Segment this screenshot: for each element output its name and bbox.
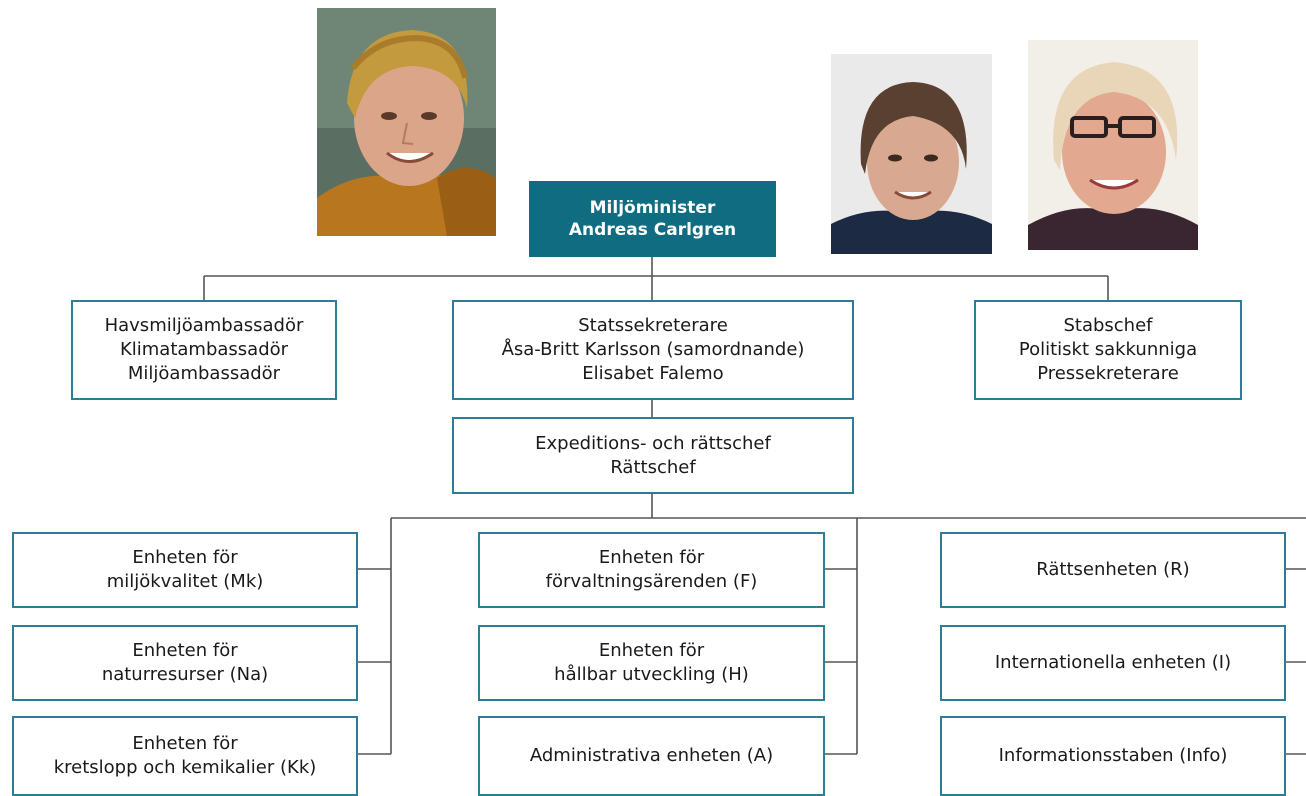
unit-na-box: Enheten för naturresurser (Na) [12,625,358,701]
unit-mk-line1: Enheten för [132,547,238,568]
ambassador-environment: Miljöambassadör [127,363,281,384]
ambassador-climate: Klimatambassadör [119,339,289,360]
portrait-photo-woman-2 [1028,40,1198,250]
state-secretary-box: Statssekreterare Åsa-Britt Karlsson (sam… [452,300,854,400]
unit-h-line2: hållbar utveckling (H) [554,664,749,685]
minister-box: Miljöminister Andreas Carlgren [529,181,776,257]
minister-title: Miljöminister [589,198,716,218]
unit-kk-line2: kretslopp och kemikalier (Kk) [53,757,317,778]
expedition-box: Expeditions- och rättschef Rättschef [452,417,854,494]
staff-box: Stabschef Politiskt sakkunniga Pressekre… [974,300,1242,400]
expedition-title: Expeditions- och rättschef [535,432,771,454]
unit-f-line2: förvaltningsärenden (F) [545,571,758,592]
unit-info-box: Informationsstaben (Info) [940,716,1286,796]
unit-h-box: Enheten för hållbar utveckling (H) [478,625,825,701]
state-secretary-title: Statssekreterare [578,315,728,336]
unit-kk-line1: Enheten för [132,733,238,754]
unit-kk-box: Enheten för kretslopp och kemikalier (Kk… [12,716,358,796]
unit-na-line1: Enheten för [132,640,238,661]
unit-h-line1: Enheten för [598,640,705,661]
state-secretary-name-2: Elisabet Falemo [582,363,724,384]
staff-chief: Stabschef [1063,315,1153,336]
press-secretary: Pressekreterare [1037,363,1179,384]
unit-a-box: Administrativa enheten (A) [478,716,825,796]
unit-i-line1: Internationella enheten (I) [994,652,1232,673]
unit-i-box: Internationella enheten (I) [940,625,1286,701]
ambassadors-box: Havsmiljöambassadör Klimatambassadör Mil… [71,300,337,400]
unit-mk-line2: miljökvalitet (Mk) [106,571,264,592]
unit-mk-box: Enheten för miljökvalitet (Mk) [12,532,358,608]
political-advisors: Politiskt sakkunniga [1018,339,1198,360]
portrait-photo-woman-1 [831,54,992,254]
unit-r-line1: Rättsenheten (R) [1036,559,1190,580]
minister-name: Andreas Carlgren [568,220,737,240]
unit-na-line2: naturresurser (Na) [101,664,269,685]
legal-chief-title: Rättschef [610,456,696,478]
unit-f-box: Enheten för förvaltningsärenden (F) [478,532,825,608]
state-secretary-name-1: Åsa-Britt Karlsson (samordnande) [501,339,805,360]
ambassador-ocean: Havsmiljöambassadör [104,315,304,336]
unit-r-box: Rättsenheten (R) [940,532,1286,608]
portrait-photo-man [317,8,496,236]
unit-f-line1: Enheten för [598,547,705,568]
unit-info-line1: Informationsstaben (Info) [998,745,1228,766]
unit-a-line1: Administrativa enheten (A) [529,745,774,766]
